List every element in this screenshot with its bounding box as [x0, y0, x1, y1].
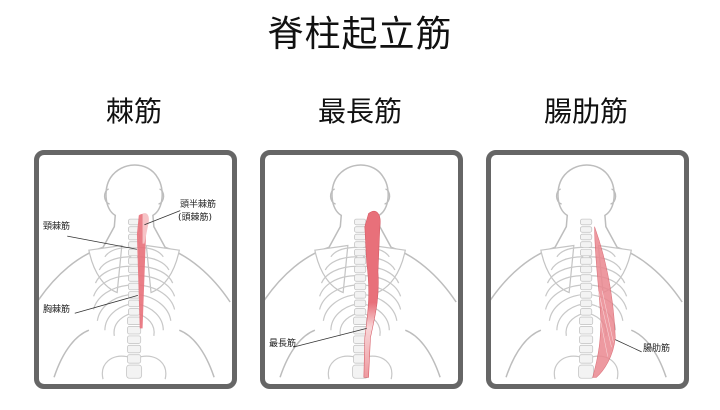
label-iliocostalis: 腸肋筋 [643, 344, 671, 354]
panel-spinalis: 頭半棘筋 (頭棘筋) 頸棘筋 胸棘筋 [34, 150, 237, 389]
spinalis-illustration [39, 164, 231, 380]
label-longissimus: 最長筋 [269, 339, 297, 349]
panel-longissimus: 最長筋 [260, 150, 463, 389]
heading-iliocostalis: 腸肋筋 [543, 95, 628, 128]
label-semispinalis: 頭半棘筋 [180, 200, 217, 210]
label-thoracic-spinalis: 胸棘筋 [43, 305, 71, 315]
iliocostalis-illustration [491, 164, 683, 380]
heading-longissimus: 最長筋 [317, 95, 402, 128]
label-cervical-spinalis: 頸棘筋 [43, 222, 71, 232]
label-semispinalis-alt: (頭棘筋) [178, 213, 213, 223]
longissimus-illustration [265, 164, 457, 380]
heading-spinalis: 棘筋 [105, 95, 162, 128]
page-title: 脊柱起立筋 [267, 14, 453, 55]
panel-iliocostalis: 腸肋筋 [486, 150, 689, 389]
